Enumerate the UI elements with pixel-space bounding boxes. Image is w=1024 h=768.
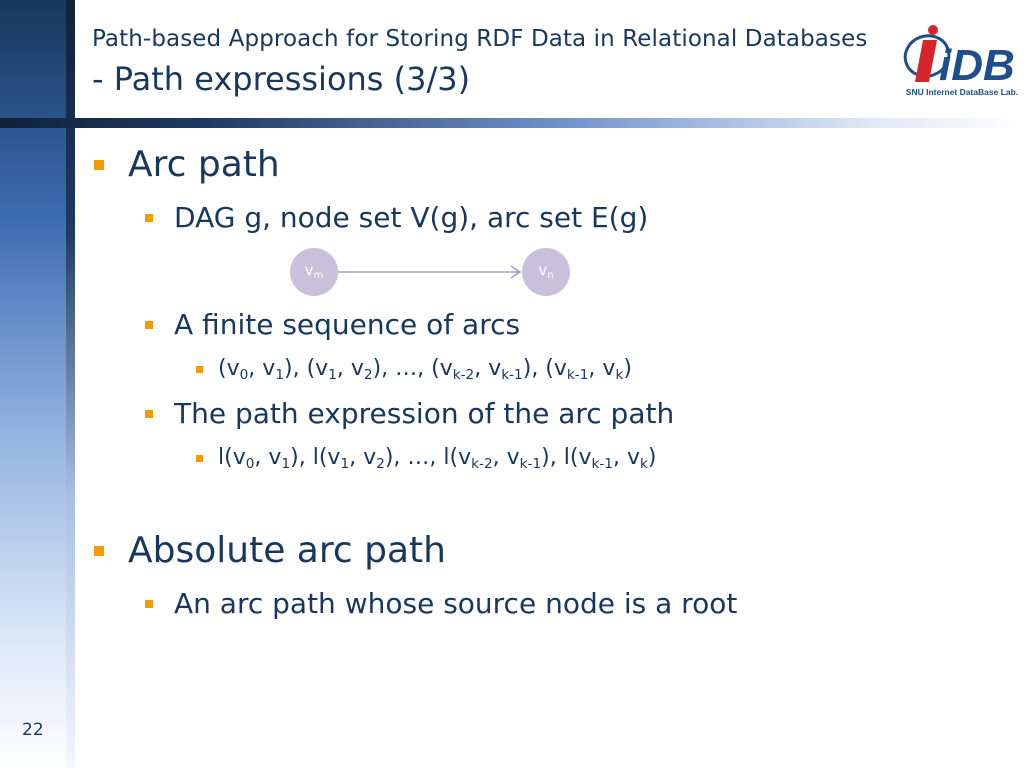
item-finite-sequence: A finite sequence of arcs: [174, 308, 521, 341]
bullet-icon: [145, 410, 153, 418]
logo-caption: SNU Internet DataBase Lab.: [905, 87, 1019, 97]
arc-sequence-formula: (v0, v1), (v1, v2), …, (vk-2, vk-1), (vk…: [218, 356, 632, 384]
left-gradient-band: [0, 0, 66, 768]
node-vm: vm: [290, 248, 338, 296]
heading-arc-path: Arc path: [128, 144, 280, 185]
path-expression-formula: l(v0, v1), l(v1, v2), …, l(vk-2, vk-1), …: [218, 445, 657, 473]
node-vn-sub: n: [547, 270, 554, 281]
bullet-icon: [145, 214, 153, 222]
bullet-icon: [94, 546, 104, 556]
bullet-icon: [145, 600, 153, 608]
arc-arrow: [338, 265, 522, 279]
item-dag-definition: DAG g, node set V(g), arc set E(g): [174, 201, 649, 234]
node-vm-sub: m: [313, 270, 324, 281]
bullet-icon: [196, 455, 203, 462]
page-number: 22: [22, 720, 44, 740]
slide-title: Path-based Approach for Storing RDF Data…: [92, 26, 868, 52]
heading-absolute-arc-path: Absolute arc path: [128, 530, 446, 571]
item-path-expression: The path expression of the arc path: [174, 397, 675, 430]
vertical-bar: [66, 0, 75, 768]
idb-logo-graphic: iDB: [903, 25, 1015, 90]
node-vm-base: v: [304, 261, 314, 279]
logo-text: iDB: [939, 41, 1015, 88]
node-vn-base: v: [538, 261, 548, 279]
bullet-icon: [145, 321, 153, 329]
item-root-source: An arc path whose source node is a root: [174, 587, 738, 620]
bullet-icon: [196, 366, 203, 373]
idb-logo: iDB SNU Internet DataBase Lab.: [903, 22, 1021, 100]
bullet-icon: [94, 160, 104, 170]
header-divider-bar: [0, 118, 1024, 128]
slide-subtitle: - Path expressions (3/3): [92, 60, 471, 98]
node-vn: vn: [522, 248, 570, 296]
